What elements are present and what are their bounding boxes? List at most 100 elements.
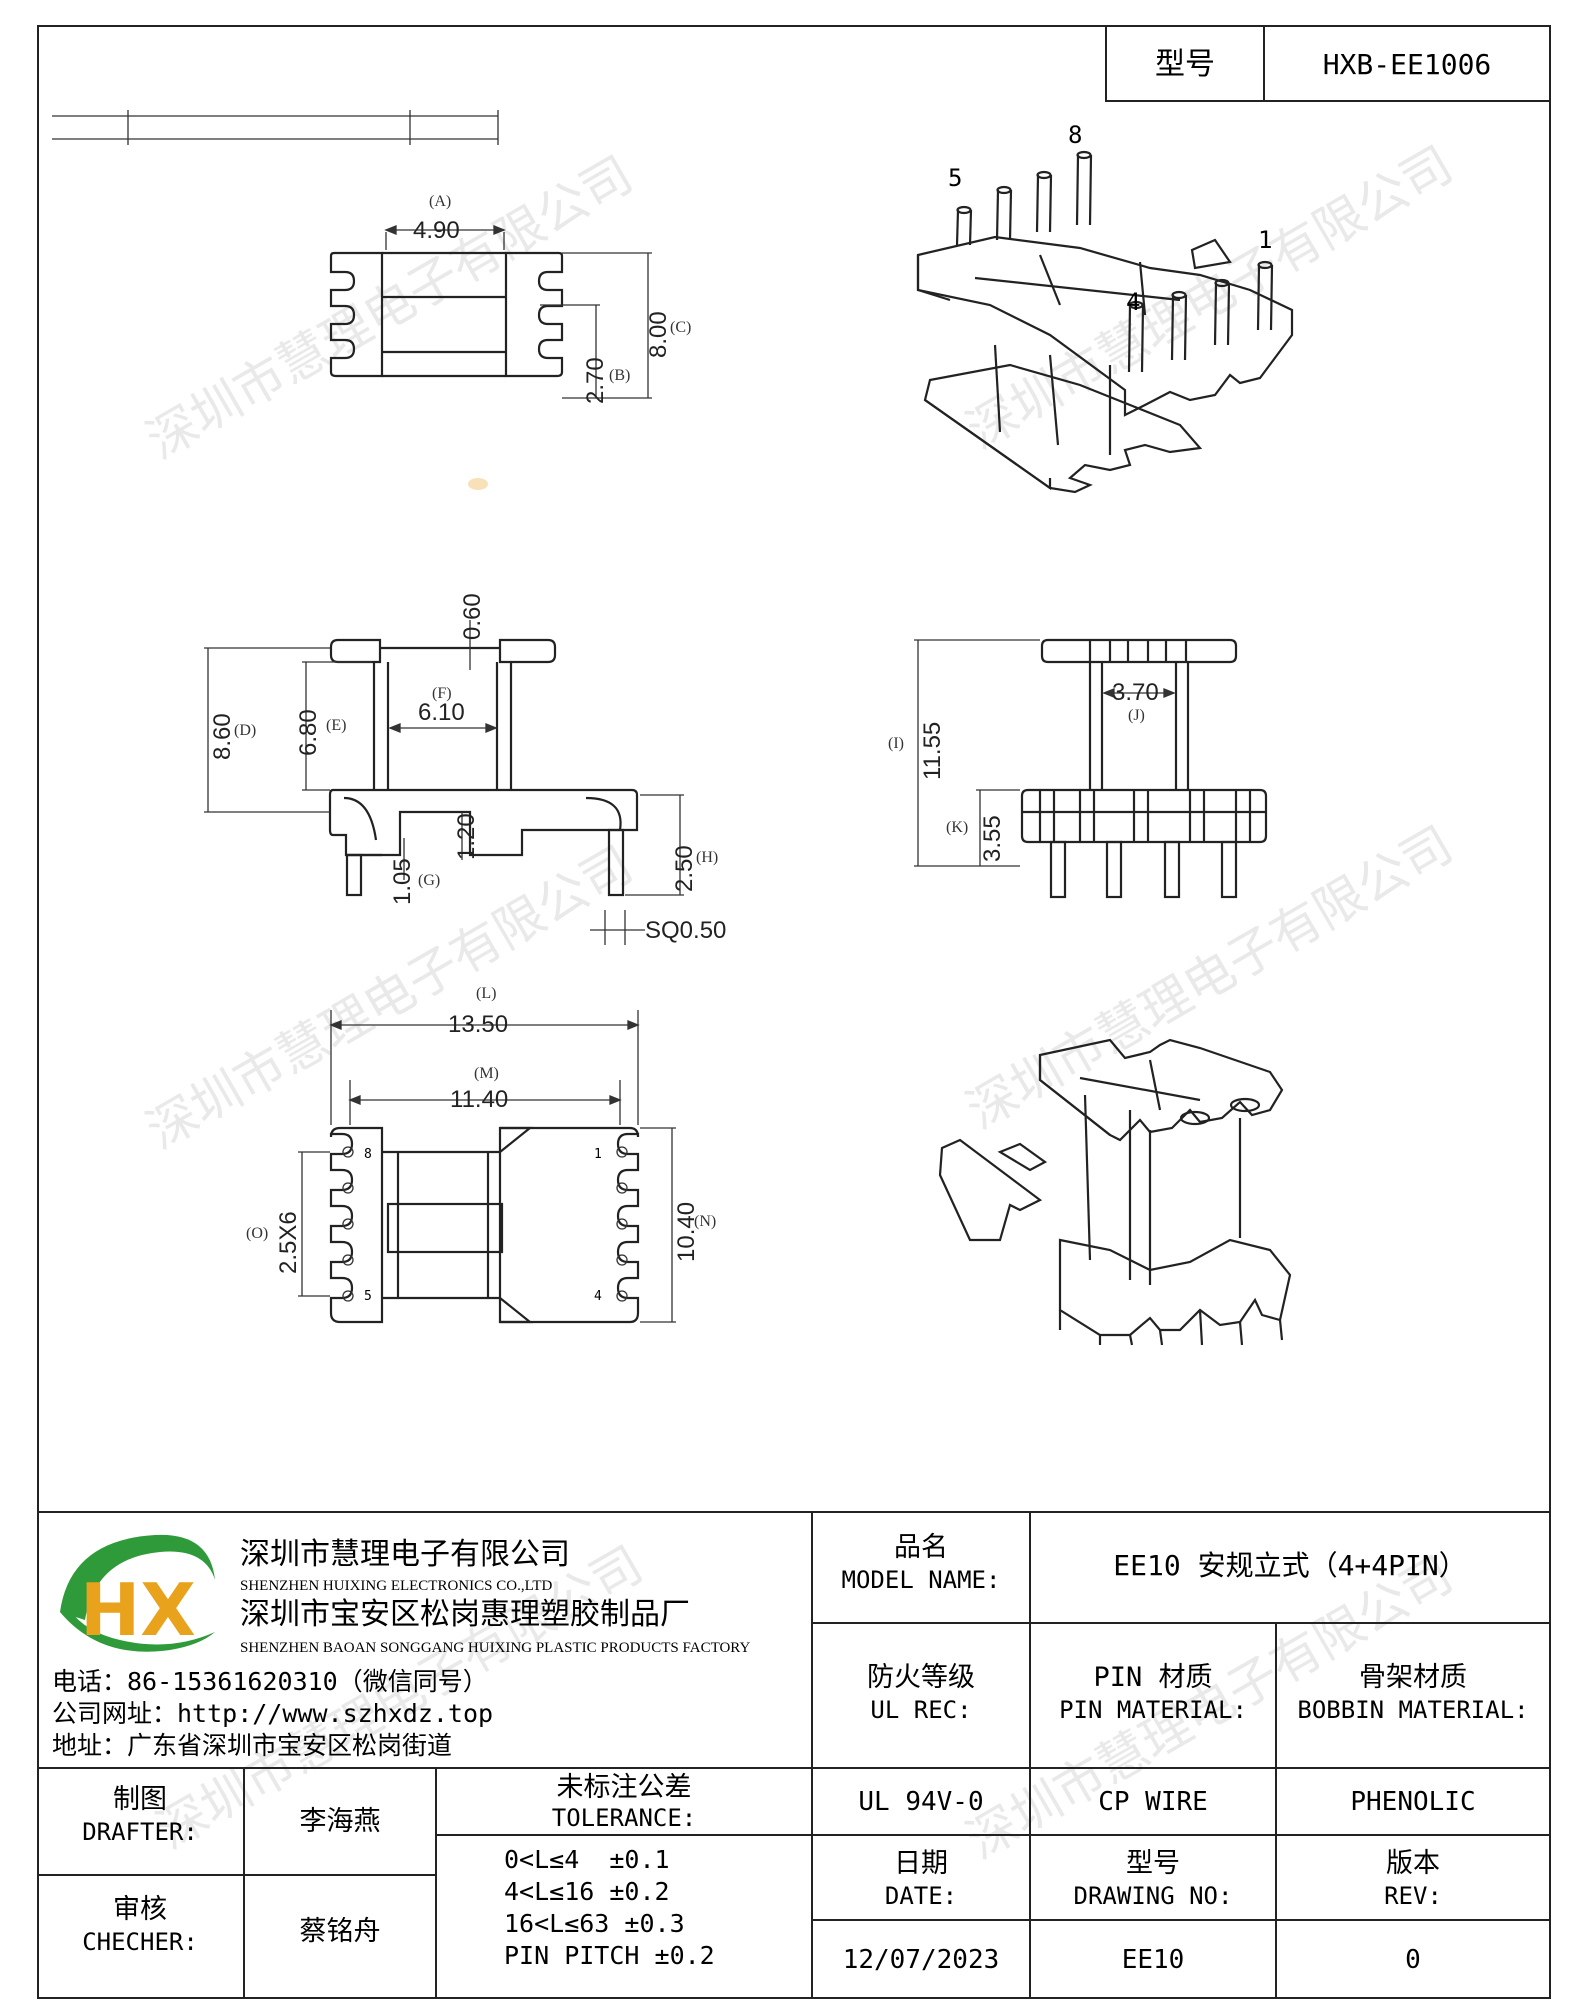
- tolerance-cn: 未标注公差: [557, 1772, 692, 1803]
- dim-step-value: 1.20: [453, 813, 480, 860]
- company-name-en: SHENZHEN HUIXING ELECTRONICS CO.,LTD: [240, 1578, 553, 1594]
- dim-O-value: 2.5X6: [275, 1211, 302, 1274]
- dim-L-value: 13.50: [448, 1011, 508, 1038]
- checker-en: CHECHER:: [82, 1928, 198, 1956]
- logo-swoosh: [60, 1610, 215, 1652]
- dim-D-letter: (D): [234, 722, 256, 739]
- dim-flange-value: 0.60: [459, 593, 486, 640]
- date-en: DATE:: [885, 1882, 957, 1910]
- dim-K-value: 3.55: [979, 815, 1006, 862]
- checker-name: 蔡铭舟: [300, 1916, 381, 1947]
- ul-rec-value: UL 94V-0: [858, 1787, 983, 1817]
- drawing-no-value: EE10: [1122, 1945, 1185, 1975]
- tolerance-en: TOLERANCE:: [552, 1804, 697, 1832]
- ul-rec-cn: 防火等级: [867, 1662, 975, 1693]
- rev-value: 0: [1405, 1945, 1421, 1975]
- isometric-view-lower: [938, 1038, 1292, 1346]
- dim-E-value: 6.80: [295, 709, 322, 756]
- pin-label-5-bottom: 5: [364, 1289, 372, 1304]
- factory-name-cn: 深圳市宝安区松岗惠理塑胶制品厂: [240, 1597, 690, 1632]
- watermark-text: 深圳市慧理电子有限公司: [957, 135, 1462, 460]
- header-model-value: HXB-EE1006: [1323, 48, 1492, 81]
- drafter-name: 李海燕: [300, 1806, 381, 1837]
- drafter-en: DRAFTER:: [82, 1818, 198, 1846]
- dim-N-letter: (N): [694, 1213, 716, 1230]
- dim-J-letter: (J): [1128, 707, 1145, 724]
- dim-G-value: 1.05: [389, 858, 416, 905]
- pin-label-4-bottom: 4: [594, 1289, 602, 1304]
- bobbin-material-cn: 骨架材质: [1359, 1662, 1467, 1693]
- date-value: 12/07/2023: [843, 1945, 1000, 1975]
- company-name-cn: 深圳市慧理电子有限公司: [240, 1537, 570, 1572]
- logo-swoosh: [60, 1534, 215, 1620]
- company-logo: HX: [60, 1534, 215, 1652]
- pin-material-cn: PIN 材质: [1093, 1662, 1212, 1693]
- drawing-no-en: DRAWING NO:: [1074, 1882, 1233, 1910]
- tolerance-line: PIN PITCH ±0.2: [504, 1941, 715, 1970]
- pin-label-5-iso: 5: [948, 164, 962, 192]
- header-model-box: 型号 HXB-EE1006: [1105, 25, 1551, 102]
- pin-label-8-bottom: 8: [364, 1147, 372, 1162]
- pin-label-4-iso: 4: [1126, 288, 1140, 316]
- tolerance-line: 4<L≤16 ±0.2: [504, 1877, 670, 1906]
- checker-cn: 审核: [113, 1894, 167, 1925]
- dim-E-letter: (E): [326, 717, 346, 734]
- logo-letters: HX: [80, 1568, 196, 1652]
- rev-cn: 版本: [1386, 1848, 1440, 1879]
- company-phone: 电话：86-15361620310（微信同号）: [52, 1667, 488, 1696]
- front-view: 8.60 (D) 6.80 (E) (F) 6.10 0.60 1.20 1.0…: [204, 593, 726, 945]
- dim-M-value: 11.40: [450, 1086, 508, 1113]
- company-address: 地址：广东省深圳市宝安区松岗街道: [52, 1731, 452, 1760]
- factory-name-en: SHENZHEN BAOAN SONGGANG HUIXING PLASTIC …: [240, 1640, 750, 1656]
- top-left-line-artifact: [52, 110, 499, 145]
- drafter-cn: 制图: [113, 1784, 167, 1815]
- bobbin-material-value: PHENOLIC: [1350, 1787, 1475, 1817]
- bobbin-material-en: BOBBIN MATERIAL:: [1297, 1696, 1528, 1724]
- image-artifact: [468, 478, 488, 490]
- top-view: (A) 4.90 8.00 (C) 2.70 (B): [329, 193, 691, 404]
- model-name-en: MODEL NAME:: [842, 1566, 1001, 1594]
- watermark-text: 深圳市慧理电子有限公司: [137, 145, 642, 470]
- pin-label-1-bottom: 1: [594, 1147, 602, 1162]
- dim-G-letter: (G): [418, 872, 440, 889]
- dim-F-letter: (F): [432, 685, 452, 702]
- pin-label-8-iso: 8: [1068, 121, 1082, 149]
- header-model-label: 型号: [1155, 47, 1215, 82]
- tolerance-line: 16<L≤63 ±0.3: [504, 1909, 685, 1938]
- dim-O-letter: (O): [246, 1225, 268, 1242]
- dim-C-value: 8.00: [645, 311, 672, 358]
- model-name-value: EE10 安规立式（4+4PIN）: [1113, 1549, 1466, 1582]
- ul-rec-en: UL REC:: [870, 1696, 971, 1724]
- dim-A-letter: (A): [429, 193, 451, 210]
- drawing-no-cn: 型号: [1126, 1848, 1180, 1879]
- dim-N-value: 10.40: [673, 1202, 700, 1262]
- dim-B-value: 2.70: [582, 357, 609, 404]
- dim-J-value: 3.70: [1112, 679, 1159, 706]
- tolerance-line: 0<L≤4 ±0.1: [504, 1845, 670, 1874]
- dim-pin-sq-value: SQ0.50: [645, 917, 726, 944]
- dim-I-letter: (I): [888, 735, 904, 752]
- date-cn: 日期: [894, 1848, 948, 1879]
- bottom-view: (L) 13.50 (M) 11.40 10.40 (N) (O) 2.5X6 …: [246, 985, 716, 1324]
- dim-L-letter: (L): [476, 985, 496, 1002]
- pin-label-1-iso: 1: [1258, 226, 1272, 254]
- watermark-text: 深圳市慧理电子有限公司: [957, 815, 1462, 1140]
- company-website: 公司网址：http://www.szhxdz.top: [52, 1699, 493, 1728]
- isometric-view-upper: [916, 150, 1294, 494]
- dim-H-letter: (H): [696, 849, 718, 866]
- pin-material-en: PIN MATERIAL:: [1059, 1696, 1247, 1724]
- dim-C-letter: (C): [670, 319, 691, 336]
- rev-en: REV:: [1384, 1882, 1442, 1910]
- dim-D-value: 8.60: [209, 713, 236, 760]
- pin-material-value: CP WIRE: [1098, 1787, 1208, 1817]
- dim-I-value: 11.55: [919, 722, 946, 780]
- dim-F-value: 6.10: [418, 699, 465, 726]
- dim-K-letter: (K): [946, 819, 968, 836]
- dim-M-letter: (M): [474, 1065, 499, 1082]
- outer-frame: [37, 25, 1551, 1999]
- title-block: HX 深圳市慧理电子有限公司 SHENZHEN HUIXING ELECTRON…: [38, 1511, 1550, 1998]
- dim-B-letter: (B): [609, 367, 630, 384]
- dim-H-value: 2.50: [671, 845, 698, 892]
- model-name-cn: 品名: [894, 1532, 948, 1563]
